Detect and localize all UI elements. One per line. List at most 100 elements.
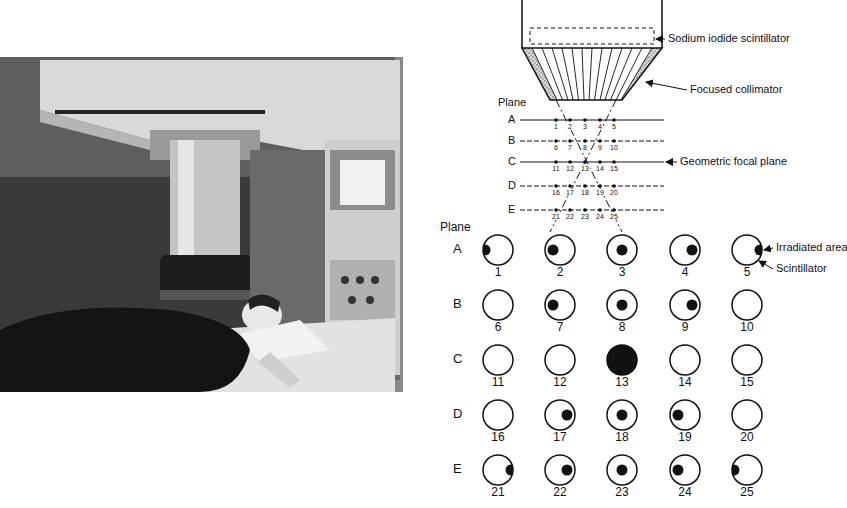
plane-letter: B bbox=[508, 134, 515, 147]
point-number: 22 bbox=[565, 213, 575, 220]
drawing-part bbox=[520, 120, 664, 210]
drawing-part bbox=[160, 290, 252, 300]
callout-number: 2 bbox=[540, 266, 580, 279]
point-number: 25 bbox=[609, 213, 619, 220]
scintillator-circle: 13 bbox=[602, 344, 642, 389]
drawing-part bbox=[612, 139, 616, 143]
scintillator-circle: 21 bbox=[478, 454, 518, 499]
drawing-part bbox=[330, 260, 395, 320]
scintillator-circle: 9 bbox=[665, 289, 705, 334]
drawing-part bbox=[661, 0, 663, 48]
circle-outline bbox=[602, 289, 642, 321]
callout-number: 11 bbox=[478, 376, 518, 389]
circle-outline bbox=[602, 399, 642, 431]
circle-outline bbox=[540, 399, 580, 431]
irradiated-area bbox=[506, 465, 517, 476]
callout-number: 22 bbox=[540, 486, 580, 499]
irradiated-area bbox=[607, 345, 637, 375]
irradiated-area bbox=[480, 245, 491, 256]
drawing-part bbox=[600, 48, 612, 100]
point-number: 9 bbox=[597, 144, 603, 151]
drawing-part bbox=[612, 208, 616, 212]
point-number: 16 bbox=[551, 189, 561, 196]
scintillator-circle: 1 bbox=[478, 234, 518, 279]
drawing-part bbox=[583, 208, 587, 212]
point-number: 14 bbox=[595, 165, 605, 172]
callout-number: 1 bbox=[478, 266, 518, 279]
scintillator-outline bbox=[545, 400, 575, 430]
irradiated-area bbox=[617, 300, 628, 311]
drawing-part bbox=[542, 48, 563, 100]
plane-letter: E bbox=[453, 462, 462, 477]
irradiated-area bbox=[755, 245, 766, 256]
irradiated-area bbox=[548, 300, 559, 311]
point-number: 2 bbox=[567, 123, 573, 130]
drawing-part bbox=[520, 141, 664, 142]
plane-letter: A bbox=[508, 113, 515, 126]
scintillator-circle: 23 bbox=[602, 454, 642, 499]
drawing-part bbox=[568, 184, 572, 188]
drawing-part bbox=[371, 276, 379, 284]
circle-outline bbox=[727, 289, 767, 321]
drawing-part bbox=[550, 100, 616, 232]
drawing-part bbox=[554, 118, 616, 212]
drawing-part bbox=[330, 150, 395, 210]
scintillator-outline bbox=[607, 290, 637, 320]
scintillator-outline bbox=[670, 290, 700, 320]
drawing-part bbox=[554, 118, 558, 122]
drawing-part bbox=[520, 210, 664, 211]
scintillator-circle: 22 bbox=[540, 454, 580, 499]
scintillator-circle: 11 bbox=[478, 344, 518, 389]
axis-heading: Plane bbox=[440, 221, 471, 235]
drawing-part bbox=[612, 184, 616, 188]
callout-number: 4 bbox=[665, 266, 705, 279]
callout-number: 10 bbox=[727, 321, 767, 334]
part-label: Scintillator bbox=[776, 262, 827, 275]
scintillator-circle: 6 bbox=[478, 289, 518, 334]
callout-number: 16 bbox=[478, 431, 518, 444]
scanner-photo bbox=[0, 57, 403, 392]
point-number: 20 bbox=[609, 189, 619, 196]
circle-outline bbox=[602, 454, 642, 486]
drawing-part bbox=[598, 160, 602, 164]
drawing-part bbox=[348, 296, 356, 304]
part-label: Sodium iodide scintillator bbox=[668, 32, 790, 45]
irradiated-area bbox=[617, 465, 628, 476]
point-number: 1 bbox=[553, 123, 559, 130]
circle-outline bbox=[478, 344, 518, 376]
irradiated-area bbox=[617, 410, 628, 421]
circle-outline bbox=[665, 289, 705, 321]
drawing-part bbox=[248, 294, 280, 312]
scintillator-outline bbox=[732, 290, 762, 320]
drawing-part bbox=[612, 118, 616, 122]
scintillator-outline bbox=[545, 290, 575, 320]
scintillator-circle: 24 bbox=[665, 454, 705, 499]
point-number: 19 bbox=[595, 189, 605, 196]
drawing-part bbox=[521, 0, 523, 48]
point-number: 7 bbox=[567, 144, 573, 151]
callout-number: 12 bbox=[540, 376, 580, 389]
circle-outline bbox=[727, 344, 767, 376]
drawing-part bbox=[341, 276, 349, 284]
scintillator-circle: 7 bbox=[540, 289, 580, 334]
scintillator-outline bbox=[732, 400, 762, 430]
drawing-part bbox=[554, 184, 558, 188]
drawing-part bbox=[646, 82, 687, 90]
scintillator-outline bbox=[483, 290, 513, 320]
leader-lines bbox=[646, 39, 773, 269]
drawing-part bbox=[0, 308, 250, 393]
scintillator-outline bbox=[670, 455, 700, 485]
drawing-part bbox=[562, 48, 573, 100]
drawing-part bbox=[583, 118, 587, 122]
callout-number: 5 bbox=[727, 266, 767, 279]
circle-outline bbox=[540, 289, 580, 321]
drawing-part bbox=[178, 140, 194, 260]
drawing-part bbox=[583, 139, 587, 143]
callout-number: 17 bbox=[540, 431, 580, 444]
drawing-part bbox=[589, 48, 592, 100]
irradiated-area bbox=[687, 245, 698, 256]
point-number: 21 bbox=[551, 213, 561, 220]
circle-outline bbox=[540, 344, 580, 376]
drawing-part bbox=[532, 48, 557, 100]
callout-number: 6 bbox=[478, 321, 518, 334]
